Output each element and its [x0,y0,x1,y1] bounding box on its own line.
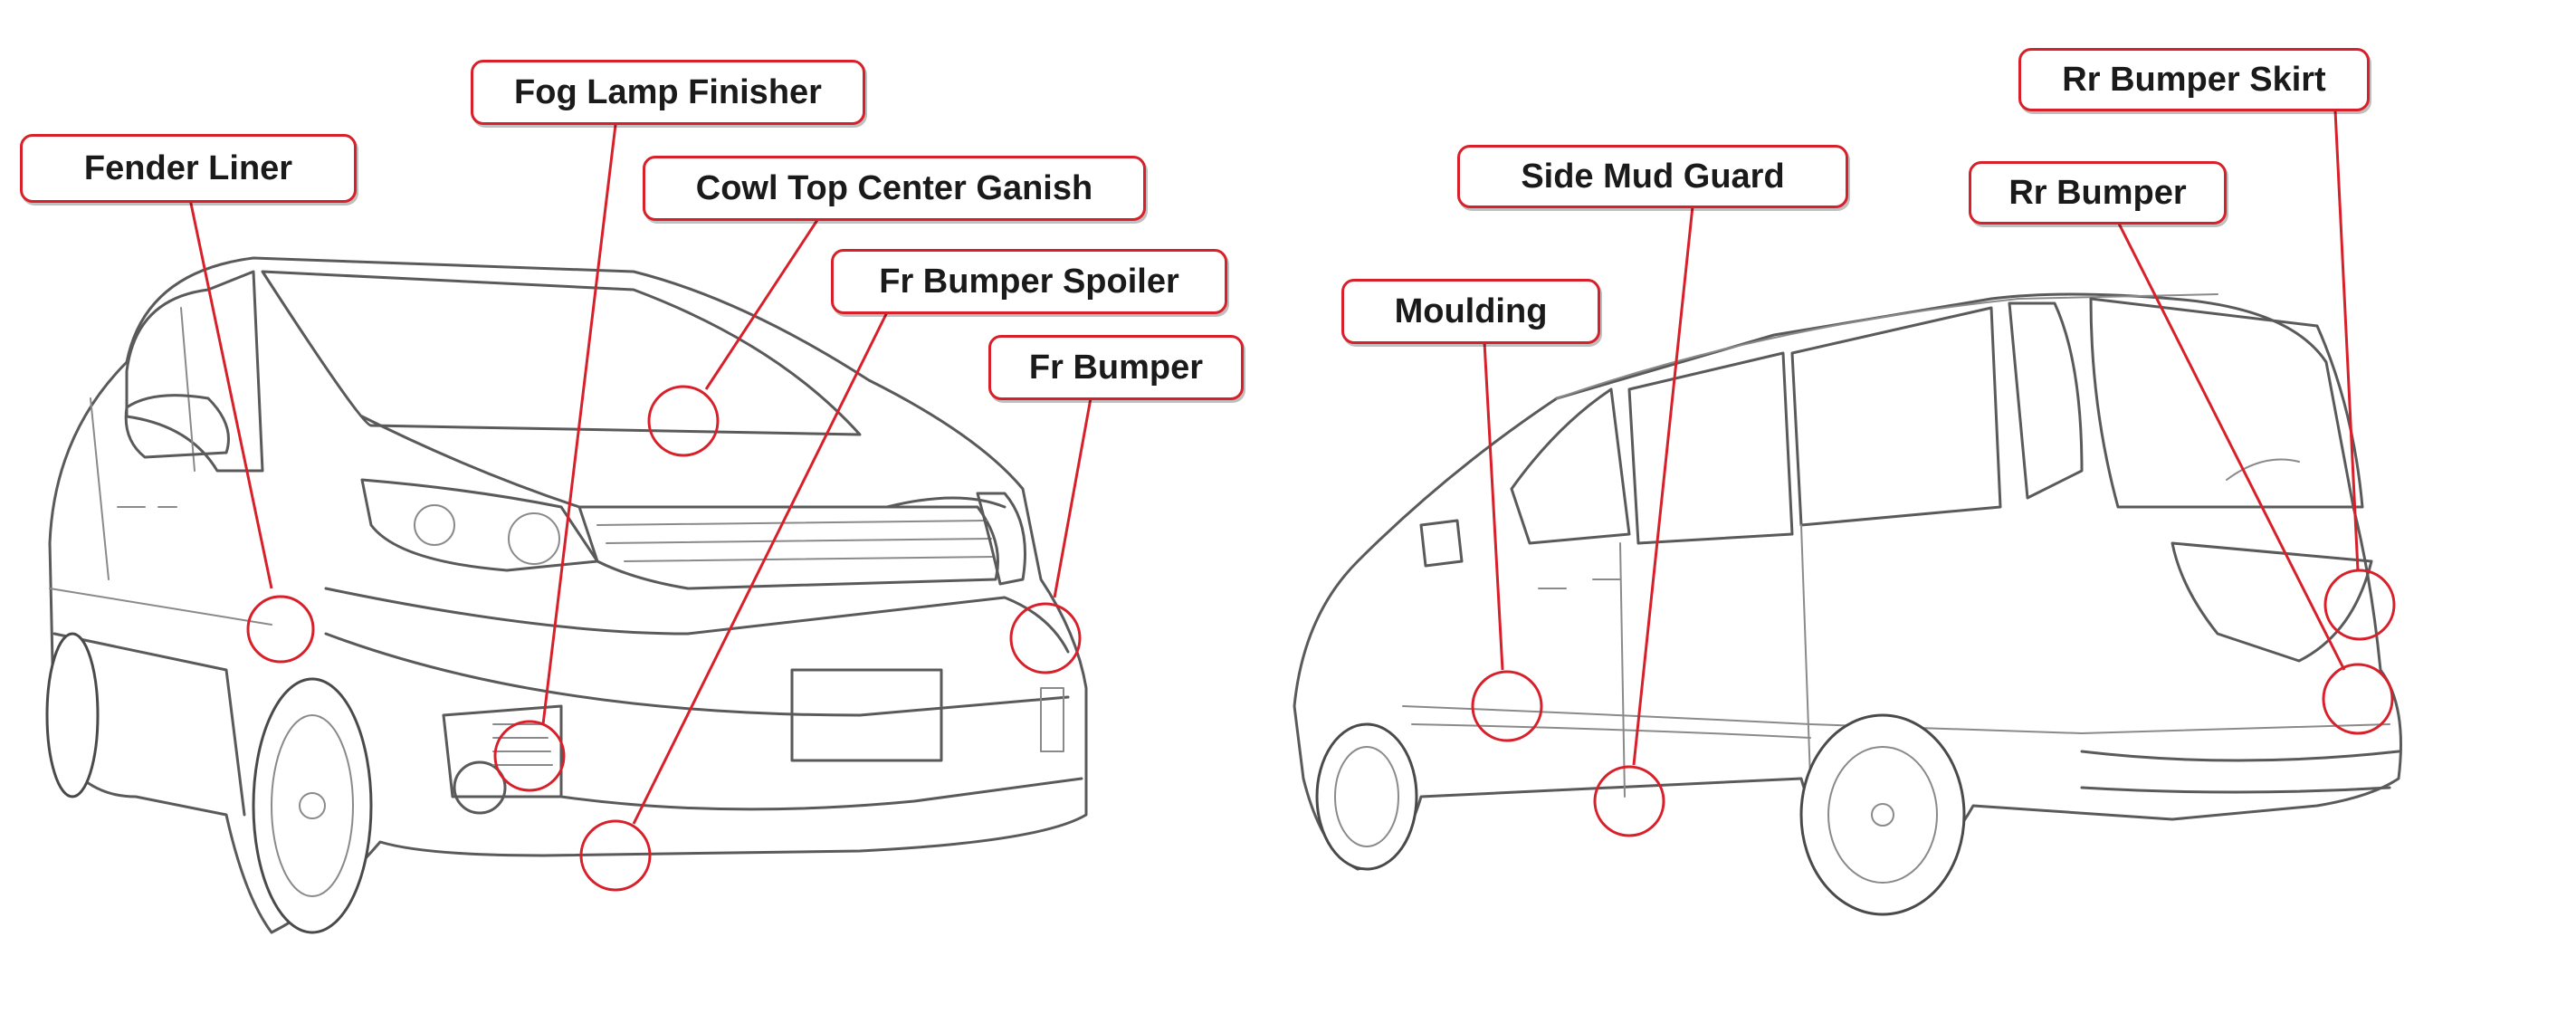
callout-fog-lamp-finisher: Fog Lamp Finisher [471,60,865,125]
leader-side-mud-guard [1632,206,1694,766]
ring-rr-bumper [2322,663,2394,735]
leader-rr-bumper [2116,221,2346,671]
callout-leaders [188,110,2396,892]
leader-cowl-top [704,216,821,390]
leader-fr-bumper [1053,397,1092,598]
rear-view-van [1293,292,2402,916]
ring-moulding [1471,670,1543,742]
callout-rr-bumper: Rr Bumper [1969,161,2227,225]
leader-fender-liner [188,198,273,589]
callout-fr-bumper: Fr Bumper [988,335,1244,400]
callout-side-mud-guard: Side Mud Guard [1457,145,1848,208]
callout-fr-bumper-spoiler: Fr Bumper Spoiler [831,249,1227,314]
callout-fender-liner: Fender Liner [20,134,357,203]
callout-moulding: Moulding [1341,279,1600,344]
ring-fog-lamp-finisher [493,720,566,792]
leader-fog-lamp-finisher [541,124,617,725]
leader-fr-bumper-spoiler [632,311,889,825]
ring-fr-bumper-spoiler [579,819,652,892]
leader-rr-bumper-skirt [2333,110,2360,571]
ring-fr-bumper [1009,602,1082,674]
front-view-van [45,256,1088,934]
callout-rr-bumper-skirt: Rr Bumper Skirt [2018,48,2370,111]
callout-cowl-top-center-ganish: Cowl Top Center Ganish [643,156,1146,221]
ring-cowl-top [647,385,720,457]
ring-rr-bumper-skirt [2323,569,2396,641]
ring-fender-liner [246,595,315,664]
leader-moulding [1483,341,1504,671]
ring-side-mud-guard [1593,765,1665,837]
